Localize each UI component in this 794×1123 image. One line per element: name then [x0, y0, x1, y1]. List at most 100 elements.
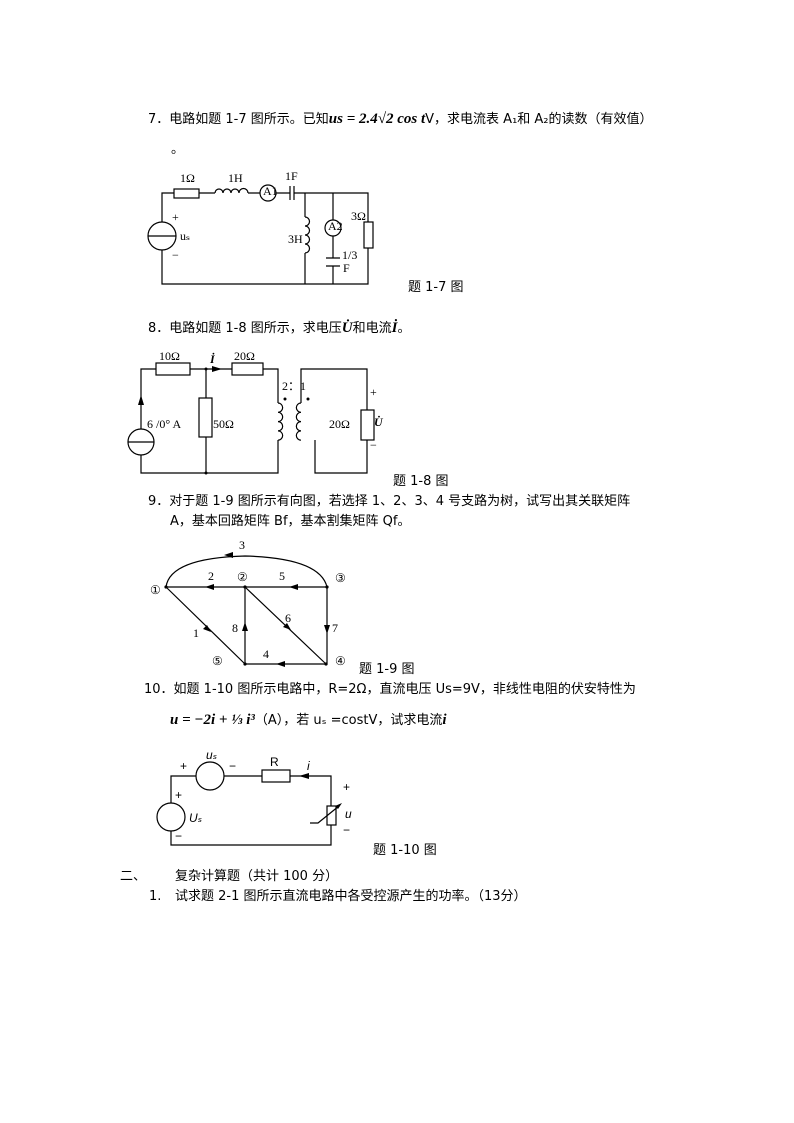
label: −: [172, 248, 179, 262]
label: 1/3: [342, 248, 357, 262]
branch-label: 7: [332, 621, 338, 635]
source-arrow: [138, 395, 144, 405]
figure-caption: 题 1-9 图: [359, 662, 415, 677]
figure-caption: 题 1-10 图: [373, 843, 437, 858]
arrow-2: [205, 584, 214, 590]
node: [204, 471, 208, 475]
capacitor-1f: [289, 186, 295, 200]
question-text: 电路如题 1-7 图所示。已知: [169, 112, 329, 127]
node-label: ②: [237, 570, 248, 584]
resistor-r: [261, 769, 291, 783]
section-number: 二、: [120, 869, 147, 884]
resistor-20ohm: [231, 362, 264, 376]
label: A2: [328, 219, 343, 233]
formula: U̇: [341, 320, 353, 336]
wires: [161, 192, 369, 285]
question-10: 10．如题 1-10 图所示电路中，R=2Ω，直流电压 Us=9V，非线性电阻的…: [144, 682, 636, 698]
arrow-5: [289, 584, 298, 590]
wires: [140, 368, 368, 474]
punctuation: 。: [171, 142, 185, 157]
node-label: ④: [335, 654, 346, 668]
question-number: 10．: [144, 682, 174, 697]
label: R: [270, 755, 279, 769]
label: İ: [209, 352, 216, 366]
resistor-10ohm: [155, 362, 191, 376]
question-9: 9．对于题 1-9 图所示有向图，若选择 1、2、3、4 号支路为树，试写出其关…: [148, 494, 630, 510]
label: U̇: [374, 415, 384, 429]
question-text: 电路如题 1-8 图所示，求电压: [169, 321, 342, 336]
question-number: 7．: [148, 112, 170, 127]
label: uₛ: [180, 229, 190, 243]
label: +: [172, 210, 179, 224]
ammeter-a1: [259, 184, 277, 202]
figure-caption: 题 1-7 图: [408, 280, 464, 295]
branch-label: 3: [239, 538, 245, 552]
question-text: A，基本回路矩阵 Bf，基本割集矩阵 Qf。: [170, 514, 411, 529]
current-arrow: [212, 366, 222, 372]
formula: İ: [391, 320, 398, 336]
figure-caption: 题 1-8 图: [393, 474, 449, 489]
dot: [283, 397, 287, 401]
question-7: 7．电路如题 1-7 图所示。已知us = 2.4√2 cos tV，求电流表 …: [148, 111, 653, 128]
resistor-3ohm: [363, 221, 374, 249]
label: −: [343, 823, 350, 837]
label: 2：1: [282, 379, 306, 393]
resistor-20ohm-load: [360, 409, 375, 441]
label: −: [175, 829, 182, 843]
label: +: [180, 759, 187, 773]
label: 50Ω: [213, 417, 234, 431]
punctuation: 。: [397, 321, 411, 336]
label: A1: [263, 184, 278, 198]
question-text: （A），若 uₛ =costV，试求电流: [254, 713, 443, 728]
branch-label: 4: [263, 647, 269, 661]
branch-label: 5: [279, 569, 285, 583]
branch-label: 2: [208, 569, 214, 583]
circuit-1-8: 10Ω İ 20Ω 2：1 6 /0° A 50Ω 20Ω + U̇ −: [127, 349, 384, 475]
label: 3Ω: [351, 209, 366, 223]
label: 1H: [228, 171, 243, 185]
label: +: [343, 780, 350, 794]
graph-1-9: ① ② ③ ④ ⑤ 1 2 3 4 5 6 7 8: [150, 538, 346, 668]
label: −: [229, 759, 236, 773]
node-label: ⑤: [212, 654, 223, 668]
label: +: [370, 385, 377, 399]
secondary-coil: [295, 402, 302, 441]
arrow-7: [324, 625, 330, 634]
variable-arrow: [310, 805, 340, 824]
formula: u = −2i + ⅓ i³: [170, 712, 255, 728]
ac-source: [195, 761, 225, 791]
label: 1F: [285, 169, 298, 183]
label: u: [345, 807, 352, 821]
inductor-3h: [304, 216, 311, 254]
label: +: [175, 788, 182, 802]
arrow-6: [283, 623, 291, 630]
formula: us = 2.4√2 cos t: [328, 111, 426, 127]
arrow-8: [242, 622, 248, 631]
resistor-1ohm: [173, 188, 200, 199]
question-number: 8．: [148, 321, 170, 336]
label: 6 /0° A: [147, 417, 181, 431]
question-8: 8．电路如题 1-8 图所示，求电压U̇和电流İ。: [148, 320, 411, 337]
label: 1Ω: [180, 171, 195, 185]
question-number: 9．: [148, 494, 170, 509]
primary-coil: [277, 402, 284, 441]
branch-label: 1: [193, 626, 199, 640]
question-text: 和电流: [352, 321, 392, 336]
question-text: 如题 1-10 图所示电路中，R=2Ω，直流电压 Us=9V，非线性电阻的伏安特…: [173, 682, 636, 697]
circuit-1-7: 1Ω 1H A1 1F 3H A2 1/3 F 3Ω + − uₛ: [147, 169, 374, 285]
label: F: [343, 261, 350, 275]
arrow-4: [276, 661, 285, 667]
formula: i: [442, 712, 447, 728]
resistor-50ohm: [198, 397, 213, 438]
current-arrow: [299, 773, 309, 779]
section-title: 复杂计算题（共计 100 分）: [175, 869, 339, 884]
dot: [306, 397, 310, 401]
label: uₛ: [206, 748, 217, 762]
label: 10Ω: [159, 349, 180, 363]
capacitor-1-3f: [326, 257, 340, 267]
arrowhead: [335, 803, 342, 809]
ammeter-a2: [324, 219, 342, 237]
label: −: [370, 438, 377, 452]
